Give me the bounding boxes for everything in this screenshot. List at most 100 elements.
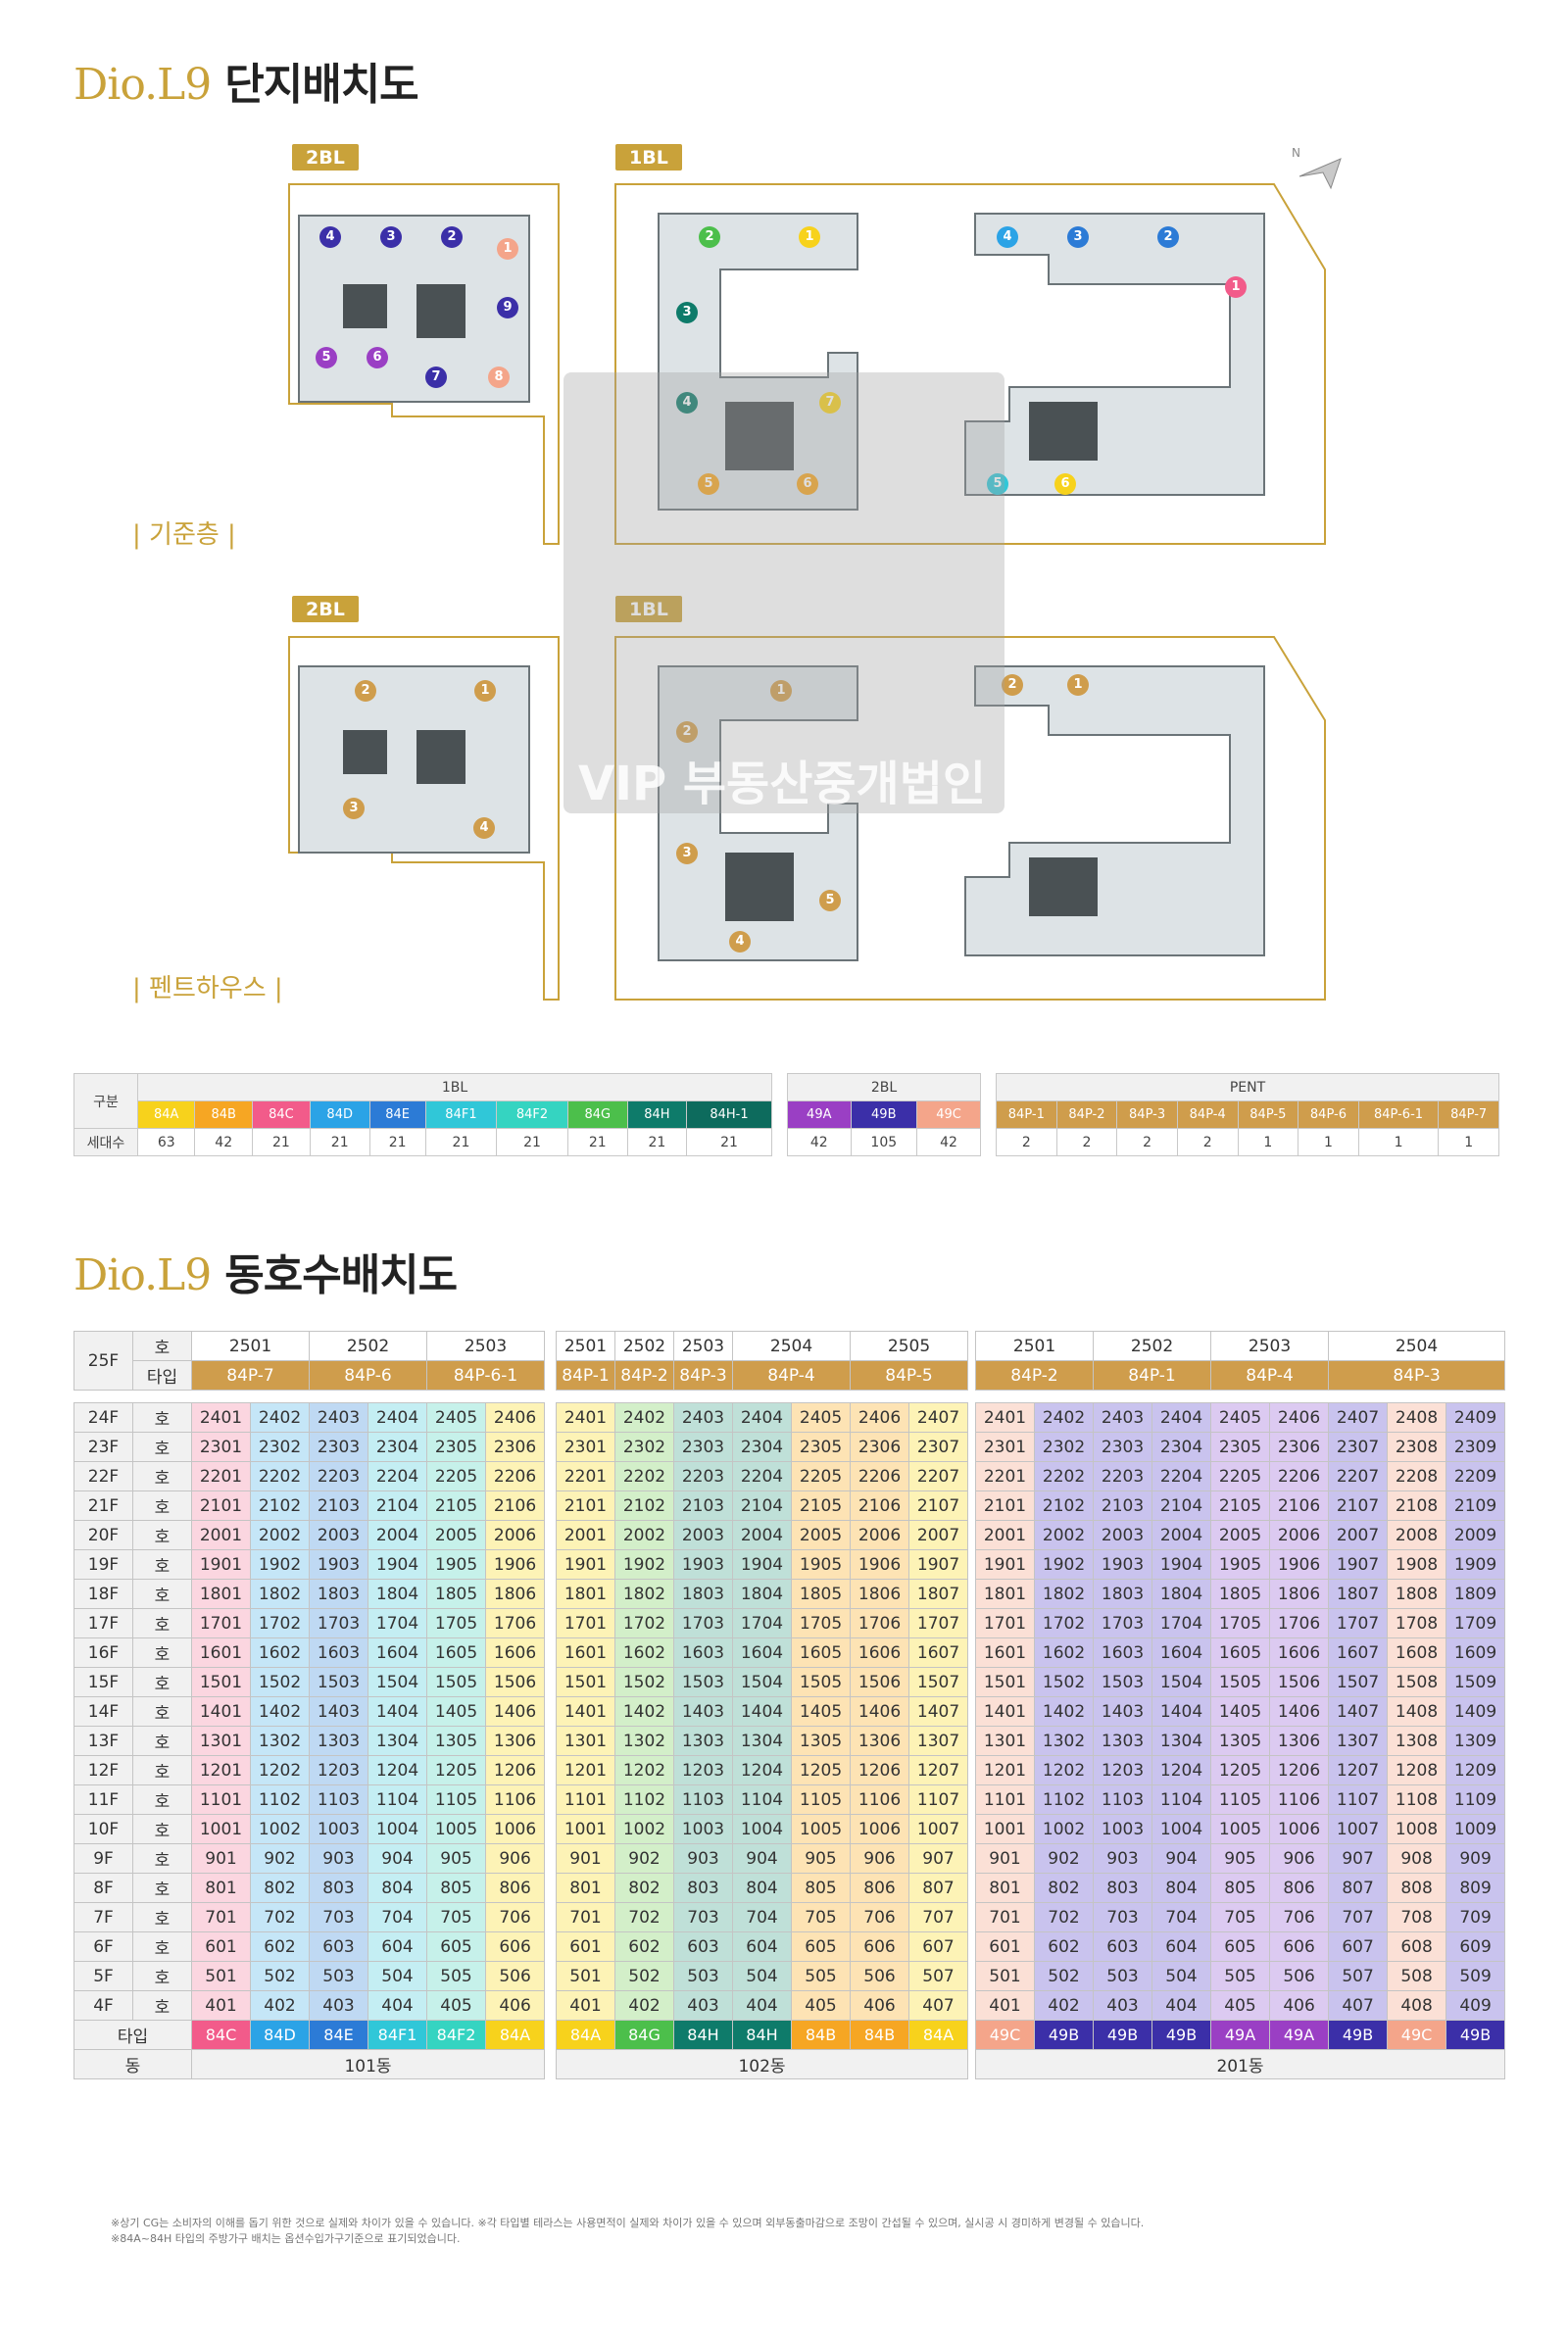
floor-label-cell: 5F — [74, 1961, 133, 1991]
summary-count-cell: 42 — [787, 1128, 852, 1156]
unit-cell: 1205 — [1210, 1755, 1271, 1785]
unit-cell: 405 — [426, 1990, 487, 2021]
top-ho-cell: 2501 — [556, 1331, 615, 1361]
ho-label-cell: 호 — [132, 1873, 192, 1903]
unit-marker-pent: 1 — [474, 680, 496, 702]
unit-cell: 1105 — [426, 1784, 487, 1815]
unit-cell: 1306 — [485, 1726, 546, 1756]
unit-cell: 1306 — [850, 1726, 910, 1756]
unit-cell: 1403 — [309, 1696, 369, 1727]
floor-label-cell: 17F — [74, 1608, 133, 1638]
top-type-cell: 84P-4 — [731, 1360, 852, 1391]
unit-cell: 2102 — [249, 1490, 311, 1521]
floor-label-cell: 23F — [74, 1432, 133, 1462]
type-row-label: 타입 — [74, 2020, 192, 2050]
floor-label-cell: 16F — [74, 1637, 133, 1668]
top-type-cell: 84P-3 — [673, 1360, 733, 1391]
unit-cell: 704 — [1152, 1902, 1212, 1932]
unit-cell: 402 — [249, 1990, 311, 2021]
unit-cell: 1003 — [673, 1814, 733, 1844]
unit-cell: 1803 — [673, 1579, 733, 1609]
unit-cell: 2001 — [556, 1520, 615, 1550]
unit-cell: 1406 — [850, 1696, 910, 1727]
unit-cell: 2408 — [1387, 1402, 1447, 1433]
unit-cell: 604 — [732, 1931, 792, 1962]
unit-cell: 507 — [908, 1961, 969, 1991]
unit-cell: 2204 — [368, 1461, 428, 1491]
unit-cell: 501 — [975, 1961, 1035, 1991]
unit-cell: 2006 — [485, 1520, 546, 1550]
unit-cell: 601 — [975, 1931, 1035, 1962]
unit-cell: 1604 — [732, 1637, 792, 1668]
bl1-typical-east-building — [964, 213, 1265, 496]
unit-cell: 602 — [249, 1931, 311, 1962]
top-type-cell: 84P-1 — [1093, 1360, 1212, 1391]
unit-cell: 2302 — [1033, 1432, 1095, 1462]
unit-cell: 904 — [732, 1843, 792, 1874]
unit-cell: 2201 — [556, 1461, 615, 1491]
unit-cell: 1008 — [1387, 1814, 1447, 1844]
unit-type-cell: 84A — [908, 2020, 969, 2050]
unit-cell: 1604 — [1152, 1637, 1212, 1668]
unit-cell: 403 — [309, 1990, 369, 2021]
bl1-bottom-tag: 1BL — [615, 596, 682, 622]
ho-label-cell: 호 — [132, 1814, 192, 1844]
unit-cell: 1206 — [485, 1755, 546, 1785]
unit-cell: 704 — [732, 1902, 792, 1932]
unit-cell: 905 — [426, 1843, 487, 1874]
site-plan-drawing — [288, 183, 1326, 1001]
ho-label-cell: 호 — [132, 1461, 192, 1491]
unit-cell: 2008 — [1387, 1520, 1447, 1550]
unit-cell: 602 — [614, 1931, 674, 1962]
unit-cell: 1504 — [368, 1667, 428, 1697]
unit-cell: 703 — [309, 1902, 369, 1932]
unit-cell: 1601 — [191, 1637, 251, 1668]
summary-type-cell: 84P-3 — [1116, 1100, 1178, 1129]
unit-cell: 1202 — [249, 1755, 311, 1785]
unit-cell: 1405 — [1210, 1696, 1271, 1727]
unit-type-cell: 84D — [249, 2020, 311, 2050]
unit-cell: 2106 — [1269, 1490, 1330, 1521]
summary-type-cell: 84A — [136, 1100, 196, 1129]
unit-cell: 1009 — [1446, 1814, 1506, 1844]
dong-row-label: 동 — [74, 2049, 192, 2079]
unit-cell: 1207 — [908, 1755, 969, 1785]
unit-cell: 2402 — [1033, 1402, 1095, 1433]
summary-type-cell: 49B — [850, 1100, 918, 1129]
unit-cell: 1303 — [1093, 1726, 1153, 1756]
unit-cell: 1108 — [1387, 1784, 1447, 1815]
bl1-top-tag: 1BL — [615, 144, 682, 171]
top-ho-cell: 2502 — [614, 1331, 674, 1361]
unit-cell: 605 — [1210, 1931, 1271, 1962]
dong-cell: 201동 — [974, 2049, 1506, 2079]
unit-cell: 1802 — [614, 1579, 674, 1609]
unit-marker-pent: 4 — [729, 931, 751, 953]
floor-label-cell: 11F — [74, 1784, 133, 1815]
unit-cell: 2209 — [1446, 1461, 1506, 1491]
unit-cell: 705 — [1210, 1902, 1271, 1932]
unit-cell: 409 — [1446, 1990, 1506, 2021]
unit-marker-84e: 3 — [1067, 226, 1089, 248]
summary-type-cell: 84F1 — [424, 1100, 498, 1129]
unit-marker-84a: 1 — [799, 226, 820, 248]
unit-cell: 2206 — [485, 1461, 546, 1491]
unit-cell: 703 — [1093, 1902, 1153, 1932]
unit-cell: 2005 — [1210, 1520, 1271, 1550]
unit-cell: 1805 — [1210, 1579, 1271, 1609]
unit-cell: 1309 — [1446, 1726, 1506, 1756]
unit-cell: 1102 — [249, 1784, 311, 1815]
unit-cell: 1307 — [1328, 1726, 1389, 1756]
unit-cell: 2402 — [249, 1402, 311, 1433]
unit-cell: 1407 — [908, 1696, 969, 1727]
unit-cell: 2009 — [1446, 1520, 1506, 1550]
unit-cell: 2204 — [1152, 1461, 1212, 1491]
unit-cell: 805 — [1210, 1873, 1271, 1903]
unit-cell: 2303 — [309, 1432, 369, 1462]
unit-cell: 407 — [908, 1990, 969, 2021]
unit-cell: 1909 — [1446, 1549, 1506, 1580]
unit-cell: 2106 — [850, 1490, 910, 1521]
unit-type-cell: 84F1 — [368, 2020, 428, 2050]
unit-type-cell: 49B — [1152, 2020, 1212, 2050]
unit-marker-84h: 4 — [676, 392, 698, 414]
unit-cell: 706 — [850, 1902, 910, 1932]
